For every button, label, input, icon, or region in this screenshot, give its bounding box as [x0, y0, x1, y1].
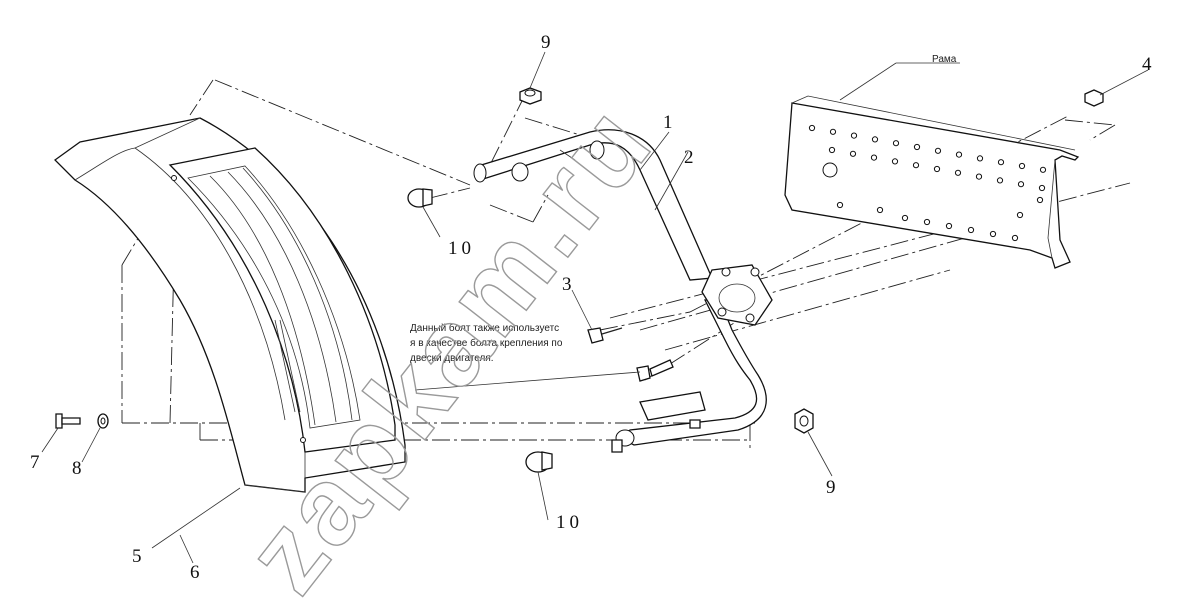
frame-hole: [871, 136, 879, 143]
frame-hole: [870, 154, 878, 161]
nut-9-right: [794, 408, 814, 434]
callout-9-right: 9: [826, 477, 836, 498]
mudguard-fender: [53, 117, 406, 493]
bolt-long: [636, 359, 674, 382]
bolt-7: [55, 413, 81, 429]
callout-8: 8: [72, 458, 82, 479]
frame-hole: [1036, 196, 1044, 204]
frame-hole: [1039, 166, 1047, 173]
frame-hole: [808, 124, 816, 132]
callout-6: 6: [190, 562, 200, 583]
callout-5: 5: [132, 546, 142, 567]
frame-hole: [901, 214, 909, 222]
callout-10-bottom: 10: [556, 512, 583, 533]
frame-hole: [1038, 184, 1046, 192]
callout-10-top: 10: [448, 238, 475, 259]
frame-hole: [996, 177, 1004, 184]
frame-hole: [954, 169, 962, 176]
frame-hole: [1017, 181, 1025, 188]
note-line-1: Данный болт также используетс: [410, 322, 559, 334]
frame-hole: [849, 150, 857, 157]
note-line-3: двески двигателя.: [410, 353, 494, 364]
mounting-flange: [701, 264, 773, 326]
frame-hole: [933, 165, 941, 173]
frame-hole: [945, 222, 953, 230]
cap-10-top: [407, 188, 433, 208]
frame-hole: [892, 140, 900, 147]
frame-hole: [923, 218, 931, 226]
frame-hole: [913, 143, 921, 151]
frame-hole: [997, 159, 1005, 166]
callout-1: 1: [663, 112, 673, 133]
washer-8: [97, 413, 109, 429]
callout-4: 4: [1142, 54, 1152, 75]
note-line-2: я в качестве болта крепления по: [410, 337, 563, 349]
frame-rail-holes: [808, 124, 1047, 242]
callout-7: 7: [30, 452, 40, 473]
frame-hole: [850, 132, 858, 139]
frame-hole: [967, 226, 975, 234]
frame-hole: [975, 173, 983, 180]
frame-label: Рама: [932, 54, 957, 65]
frame-rail: [784, 95, 1080, 269]
nut-9-top: [519, 87, 542, 105]
bracket-tube-upper: [473, 129, 713, 281]
nut-4: [1084, 89, 1104, 107]
frame-hole: [1011, 234, 1019, 242]
frame-hole: [989, 230, 997, 238]
frame-hole: [912, 162, 920, 169]
frame-hole: [836, 201, 844, 209]
callout-2: 2: [684, 147, 694, 168]
bolt-3: [587, 327, 623, 344]
leader-lines: [41, 51, 1149, 564]
frame-hole: [891, 158, 899, 165]
frame-hole: [828, 146, 836, 154]
frame-hole: [829, 128, 837, 135]
callout-9-top: 9: [541, 32, 551, 53]
frame-hole: [955, 151, 963, 158]
bracket-tube-lower: [611, 299, 767, 453]
frame-hole: [934, 147, 942, 154]
frame-hole: [1018, 162, 1026, 170]
frame-hole: [1016, 211, 1024, 219]
callout-3: 3: [562, 274, 572, 295]
frame-hole: [976, 155, 984, 162]
frame-hole: [876, 206, 884, 214]
cap-10-bottom: [525, 451, 553, 473]
